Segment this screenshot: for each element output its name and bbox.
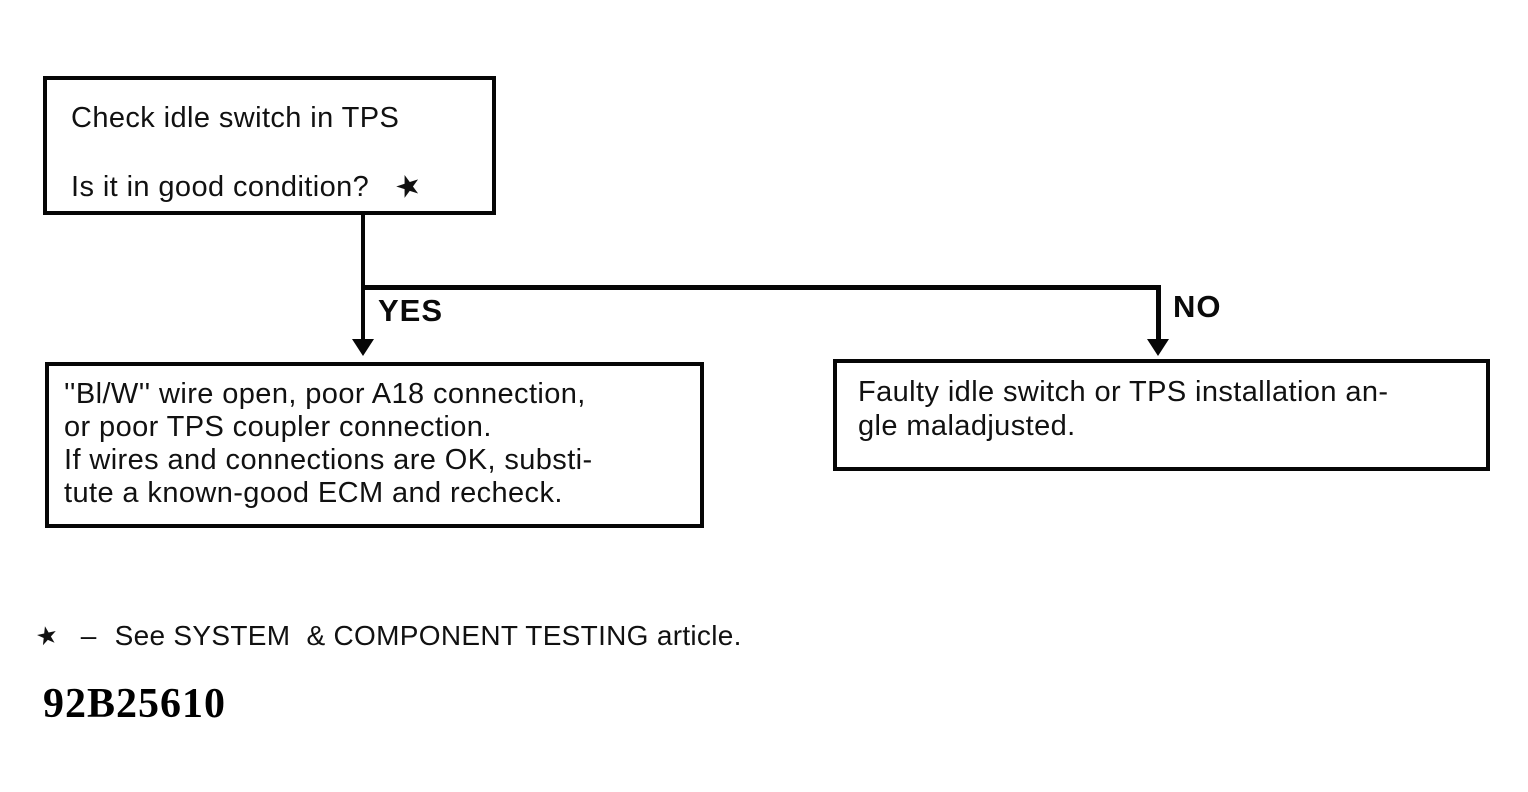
yes-result-line-4: tute a known-good ECM and recheck.	[64, 477, 563, 509]
no-result-box: Faulty idle switch or TPS installation a…	[833, 359, 1490, 471]
yes-result-line-1: ''Bl/W'' wire open, poor A18 connection,	[64, 378, 586, 410]
no-result-line-1: Faulty idle switch or TPS installation a…	[858, 376, 1389, 408]
footnote: ★ – See SYSTEM & COMPONENT TESTING artic…	[33, 619, 742, 653]
question-box: Check idle switch in TPS Is it in good c…	[43, 76, 496, 215]
question-line-1: Check idle switch in TPS	[71, 102, 400, 134]
yes-arrowhead-icon	[352, 339, 374, 356]
no-branch-line	[1156, 285, 1161, 342]
yes-result-box: ''Bl/W'' wire open, poor A18 connection,…	[45, 362, 704, 528]
yes-branch-line	[361, 214, 365, 342]
footnote-text: See SYSTEM & COMPONENT TESTING article.	[114, 620, 742, 651]
yes-branch-label: YES	[378, 293, 444, 328]
no-result-line-2: gle maladjusted.	[858, 410, 1076, 442]
question-line-2-row: Is it in good condition? ★	[71, 166, 482, 207]
branch-horizontal-line	[361, 285, 1161, 290]
question-line-2: Is it in good condition?	[71, 171, 370, 203]
footnote-star-icon: ★	[33, 619, 62, 653]
footnote-marker-star-icon: ★	[390, 166, 427, 207]
footnote-dash: –	[80, 620, 97, 651]
no-arrowhead-icon	[1147, 339, 1169, 356]
no-branch-label: NO	[1173, 289, 1222, 324]
figure-id: 92B25610	[43, 681, 227, 727]
yes-result-line-3: If wires and connections are OK, substi-	[64, 444, 593, 476]
yes-result-line-2: or poor TPS coupler connection.	[64, 411, 492, 443]
